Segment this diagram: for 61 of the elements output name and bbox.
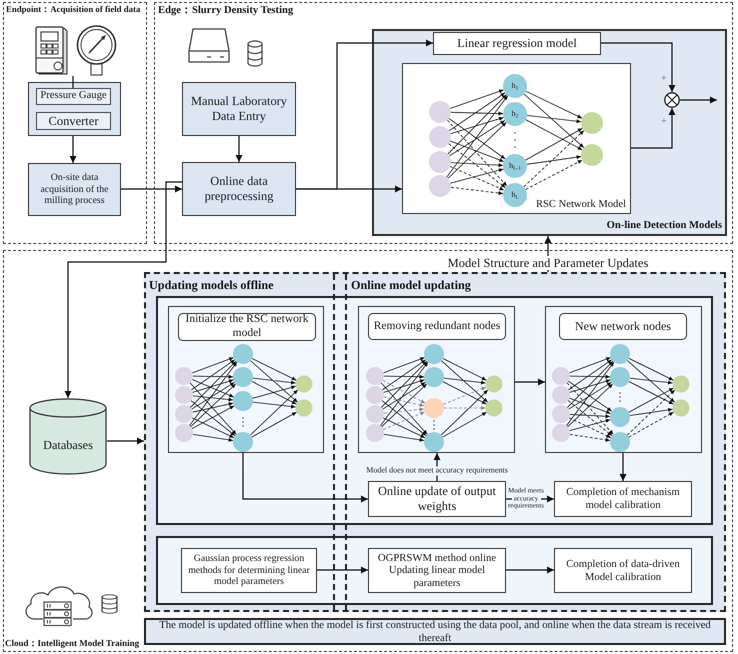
network-card [168,306,324,453]
neuron-label: h$_{L}$ [511,191,519,199]
title-box: Removing redundant nodes [368,313,506,340]
region-title: Endpoint：Acquisition of field data [6,4,140,14]
panel-title: On-line Detection Models [606,220,722,232]
process-box: Converter [36,112,111,130]
arrow [515,378,545,386]
connector-line [72,76,74,88]
neuron-label: h$_{2}$ [512,110,518,118]
summing-junction [664,92,680,108]
plus-sign: + [661,117,667,127]
process-box: On-site data acquisition of the milling process [28,163,121,216]
group-panel [156,536,713,605]
arrow [236,136,242,162]
region-title: Online model updating [351,278,471,292]
note-box: The model is updated offline when the model is first constructed using the data pool, and online when the data stream is received thereaft [144,618,726,645]
region-title: Updating models offline [149,278,274,292]
dashed-region [144,272,726,612]
arrow [317,566,368,574]
network-card [358,306,515,453]
arrow [631,108,676,149]
process-box: Linear regression model [433,32,601,55]
field-devices-icon [35,25,117,76]
network-panel [402,63,631,214]
region-title: Edge：Slurry Density Testing [158,5,294,18]
process-box: OGPRSWM method online Updating linear model parameters [368,548,506,593]
arrow [506,566,554,574]
dashed-region [3,2,147,244]
panel-caption: RSC Network Model [536,198,626,211]
process-box: Online update of output weights [368,481,506,517]
process-box: Gaussian process regression methods for determining linear model parameters [181,548,317,593]
group-panel [156,296,713,525]
model-panel [372,29,727,236]
process-box: Online data preprocessing [182,162,296,216]
arrow [70,136,76,163]
neuron-label: h$_{L-1}$ [509,162,521,170]
process-box: Completion of mechanism model calibration [554,481,692,517]
plus-sign: + [661,74,667,84]
database-cylinder: Databases [29,398,107,476]
neuron-label: h$_{1}$ [512,82,518,90]
sensor-panel [28,82,121,136]
arrow [107,438,144,444]
arrow [601,42,676,92]
edge-label: Model does not meet accuracy requirements [365,466,509,476]
region-title: Cloud：Intelligent Model Training [5,638,140,648]
arrow [296,186,402,192]
network-card [545,306,702,453]
dashed-region [154,2,733,244]
arrow [242,453,368,502]
title-box: Initialize the RSC network model [178,313,316,341]
process-box: Completion of data-driven Model calibration [554,548,692,593]
arrow [505,496,555,502]
dashed-region [3,250,733,652]
arrow [620,453,626,481]
process-box: Pressure Gauge [36,88,111,105]
arrow [680,96,717,104]
process-box: Manual Laboratory Data Entry [182,82,296,136]
title-box: New network nodes [559,313,687,340]
arrow [121,186,182,192]
arrow [64,181,182,398]
edge-label: Model Structure and Parameter Updates [446,256,650,270]
